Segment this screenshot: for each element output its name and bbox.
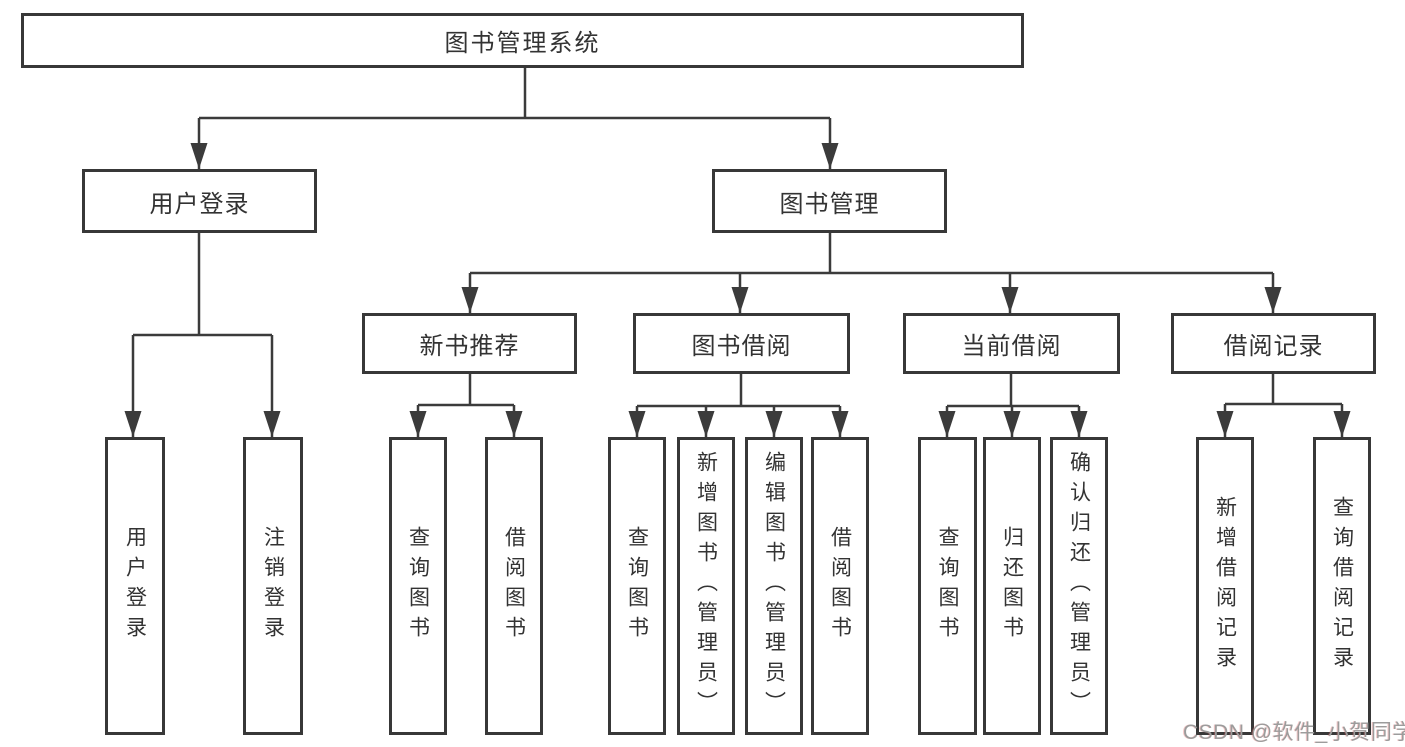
leaf-confirm-return-admin: 确认归还（管理员） xyxy=(1050,437,1108,735)
node-label: 借阅记录 xyxy=(1223,333,1324,360)
node-label: 当前借阅 xyxy=(961,333,1062,360)
node-label: 用户登录 xyxy=(149,190,250,218)
node-borrowing-records: 借阅记录 xyxy=(1171,313,1376,374)
node-label: 图书管理系统 xyxy=(444,30,601,57)
node-label: 用户登录 xyxy=(123,526,147,646)
node-new-book-recommend: 新书推荐 xyxy=(362,313,577,374)
arrowheads xyxy=(124,143,1351,437)
leaf-logout: 注销登录 xyxy=(243,437,303,735)
leaf-query-books-borrowing: 查询图书 xyxy=(608,437,666,735)
node-label: 借阅图书 xyxy=(828,526,852,646)
leaf-query-borrow-record: 查询借阅记录 xyxy=(1313,437,1371,735)
node-label: 确认归还（管理员） xyxy=(1067,451,1091,721)
node-label: 查询图书 xyxy=(936,526,959,646)
leaf-return-books: 归还图书 xyxy=(983,437,1041,735)
node-label: 图书管理 xyxy=(779,190,880,218)
node-label: 注销登录 xyxy=(261,526,285,646)
leaf-add-books-admin: 新增图书（管理员） xyxy=(677,437,735,735)
leaf-query-books-current: 查询图书 xyxy=(918,437,977,735)
leaf-borrow-books-recommend: 借阅图书 xyxy=(485,437,543,735)
node-book-borrowing: 图书借阅 xyxy=(633,313,850,374)
node-label: 查询图书 xyxy=(625,526,649,646)
node-user-login: 用户登录 xyxy=(82,169,317,233)
node-label: 归还图书 xyxy=(1000,526,1024,646)
leaf-borrow-books-borrowing: 借阅图书 xyxy=(811,437,869,735)
node-library-management-system: 图书管理系统 xyxy=(21,13,1024,68)
node-label: 新增借阅记录 xyxy=(1213,496,1237,676)
node-current-borrowing: 当前借阅 xyxy=(903,313,1120,374)
node-label: 借阅图书 xyxy=(502,526,526,646)
node-book-management: 图书管理 xyxy=(712,169,947,233)
node-label: 图书借阅 xyxy=(691,333,792,360)
node-label: 查询借阅记录 xyxy=(1330,496,1354,676)
node-label: 新书推荐 xyxy=(419,333,520,360)
node-label: 新增图书（管理员） xyxy=(694,451,718,721)
node-label: 查询图书 xyxy=(406,526,430,646)
leaf-query-books-recommend: 查询图书 xyxy=(389,437,447,735)
csdn-watermark: CSDN @软件_小贺同学 xyxy=(1183,721,1405,744)
leaf-add-borrow-record: 新增借阅记录 xyxy=(1196,437,1254,735)
node-label: 编辑图书（管理员） xyxy=(762,451,786,721)
leaf-user-login: 用户登录 xyxy=(105,437,165,735)
leaf-edit-books-admin: 编辑图书（管理员） xyxy=(745,437,803,735)
